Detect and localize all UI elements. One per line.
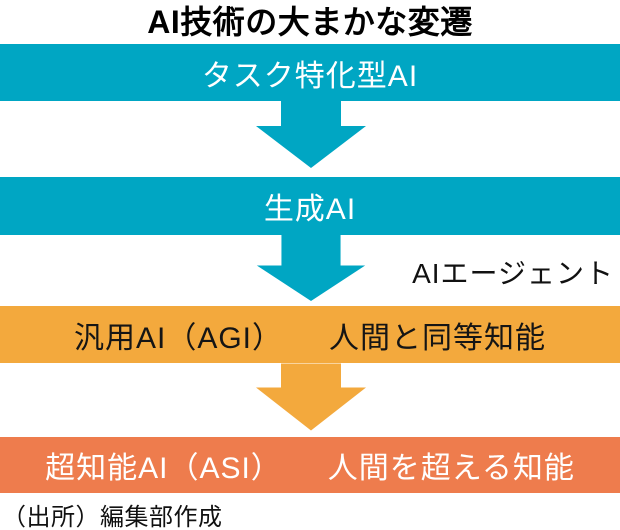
stage-bar-agi: 汎用AI（AGI） 人間と同等知能 [0, 306, 620, 363]
stage-bar-generative-ai: 生成AI [0, 177, 620, 235]
arrow-zone-3 [0, 363, 620, 437]
stage-bar-asi: 超知能AI（ASI） 人間を超える知能 [0, 437, 620, 493]
stage-note: 人間を超える知能 [327, 452, 575, 485]
stage-label: タスク特化型AI [201, 59, 419, 93]
down-arrow-icon [256, 363, 366, 431]
page-title: AI技術の大まかな変遷 [147, 4, 473, 40]
arrow-label-ai-agent: AIエージェント [412, 258, 614, 289]
down-arrow-shape [256, 235, 366, 301]
stage-label: 生成AI [263, 193, 357, 226]
down-arrow-shape [256, 101, 366, 168]
arrow-zone-2: AIエージェント [0, 235, 620, 306]
stage-label: 超知能AI（ASI） [45, 452, 282, 485]
stage-label: 汎用AI（AGI） [73, 321, 284, 355]
arrow-zone-1 [0, 101, 620, 177]
source-note: （出所）編集部作成 [2, 505, 223, 530]
stage-bar-task-specific-ai: タスク特化型AI [0, 44, 620, 101]
down-arrow-icon [256, 235, 366, 301]
stage-note: 人間と同等知能 [329, 321, 547, 355]
down-arrow-shape [256, 363, 366, 431]
down-arrow-icon [256, 101, 366, 168]
